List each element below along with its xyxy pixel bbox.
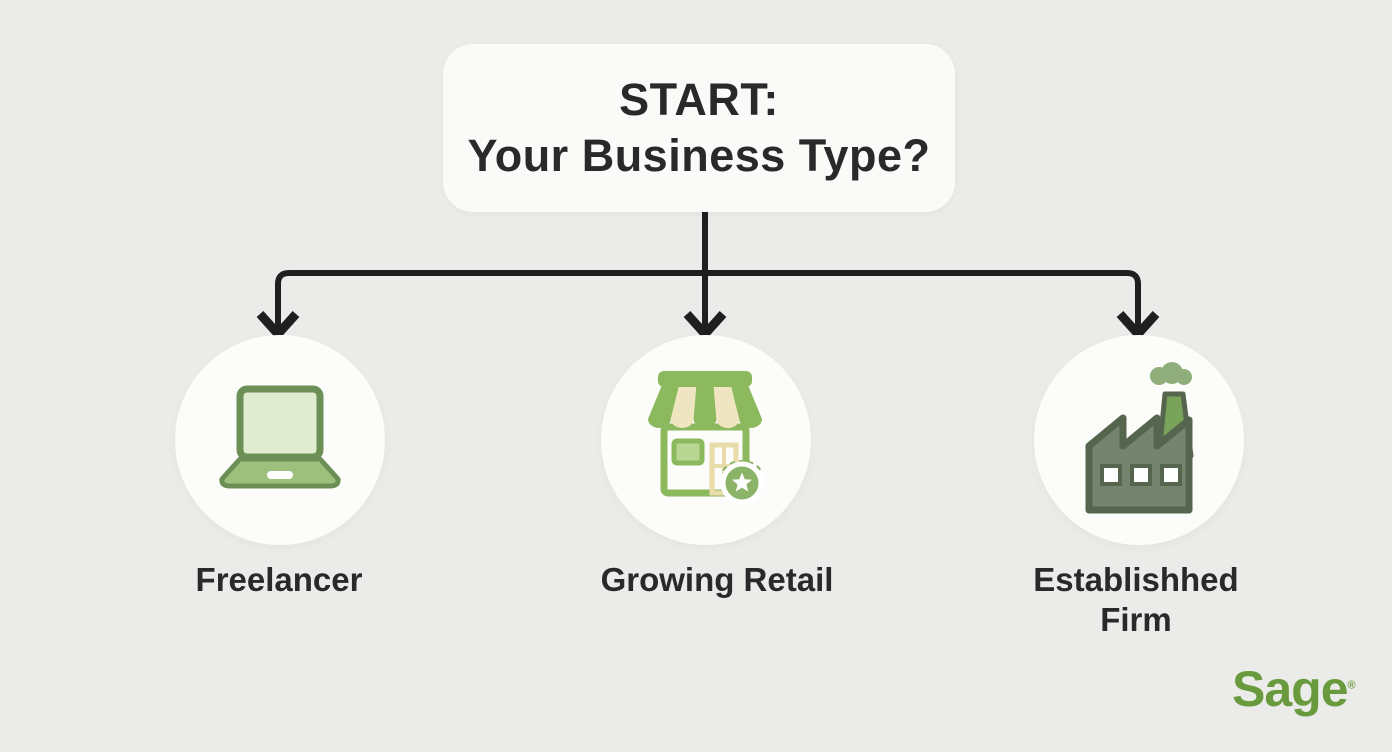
down-arrow-icon (1116, 310, 1160, 341)
branch-node-freelancer (175, 335, 385, 545)
factory-icon (1085, 362, 1194, 514)
branch-node-growing-retail (601, 335, 811, 545)
down-arrow-icon (256, 310, 300, 341)
branch-label-established-firm: Establishhed Firm (1033, 561, 1239, 638)
start-node: START: Your Business Type? (443, 44, 955, 212)
start-title-line-1: START: (619, 73, 779, 125)
branch-label-growing-retail: Growing Retail (600, 561, 834, 598)
laptop-icon (219, 385, 341, 489)
storefront-icon (648, 371, 764, 505)
trademark-symbol: ® (1347, 679, 1356, 692)
connector-horizontal (275, 270, 1141, 328)
start-title-line-2: Your Business Type? (467, 130, 931, 181)
down-arrow-icon (683, 310, 727, 341)
smoke-icon (1150, 362, 1192, 385)
sage-wordmark: Sage (1232, 661, 1349, 717)
star-badge-icon (720, 460, 764, 505)
branch-node-established-firm (1034, 335, 1244, 545)
branch-label-freelancer: Freelancer (195, 561, 363, 598)
sage-logo: Sage® (1232, 660, 1356, 718)
